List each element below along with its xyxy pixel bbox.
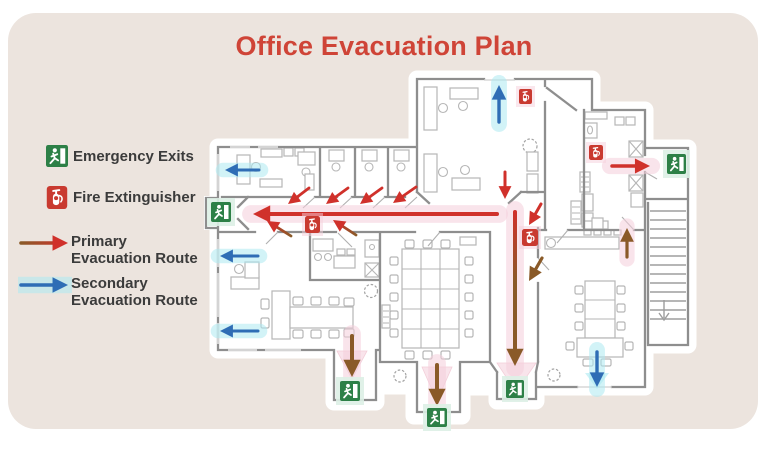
page-title: Office Evacuation Plan: [235, 31, 533, 61]
fire-extinguisher-icon: [586, 142, 606, 163]
route-arrows: [220, 85, 650, 406]
fire-extinguisher-icon: [516, 86, 535, 107]
plan-icons: [207, 86, 690, 431]
fire-extinguisher-icon: [519, 226, 541, 249]
emergency-exit-icon: [502, 376, 528, 402]
fire-extinguisher-icon: [302, 213, 323, 236]
emergency-exit-icon: [423, 404, 451, 431]
staircase: [650, 210, 686, 322]
furniture: [230, 86, 644, 383]
emergency-exit-icon: [207, 198, 235, 226]
emergency-exit-icon: [663, 150, 690, 178]
emergency-exit-icon: [336, 377, 364, 405]
